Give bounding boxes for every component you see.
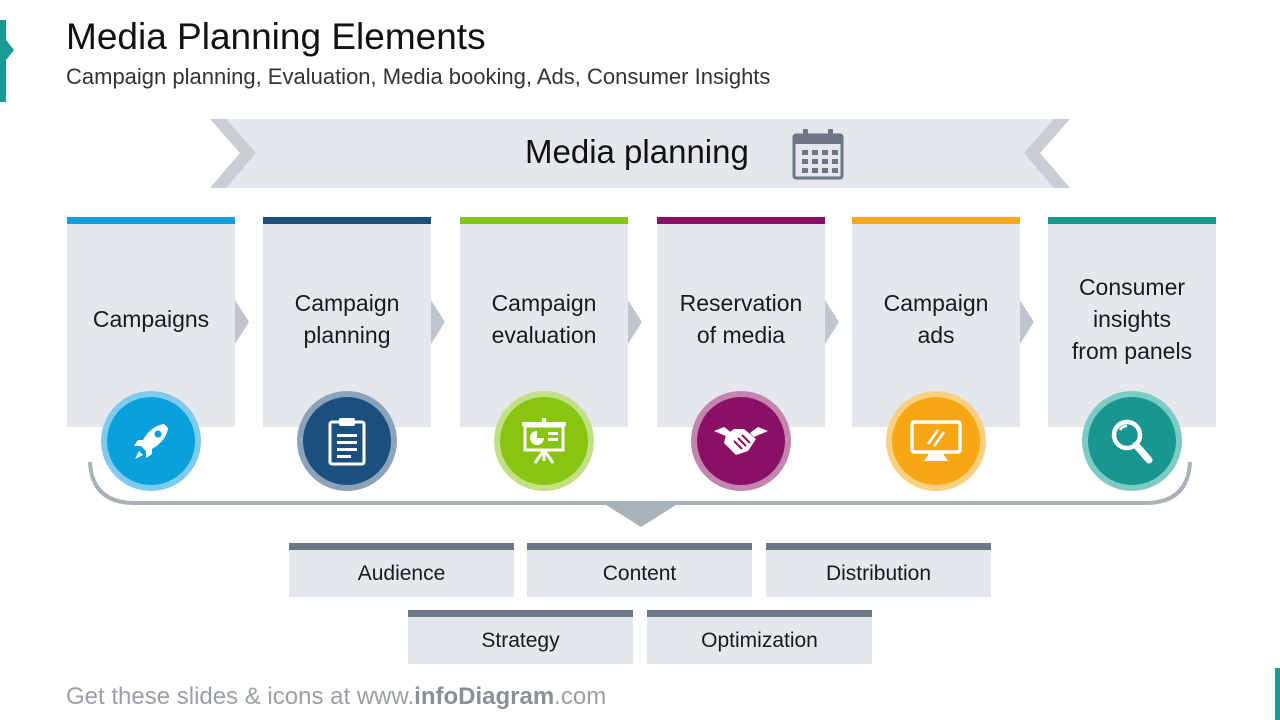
output-tag-bar xyxy=(527,543,752,550)
step-card-bar xyxy=(1048,217,1216,224)
page-subtitle: Campaign planning, Evaluation, Media boo… xyxy=(66,64,771,89)
step-card-bar xyxy=(460,217,628,224)
output-tag-label: Audience xyxy=(357,561,446,585)
footer-brand: infoDiagram xyxy=(414,683,555,710)
output-tag-bar xyxy=(647,610,872,617)
left-accent-bar xyxy=(0,20,6,102)
output-tag-label: Distribution xyxy=(825,561,932,585)
banner-ribbon xyxy=(210,119,1070,188)
output-tag-optimization: Optimization xyxy=(647,610,872,664)
step-card-bar xyxy=(852,217,1020,224)
bracket-down-arrow xyxy=(606,505,676,527)
clipboard-icon xyxy=(297,391,397,491)
banner-right-fold xyxy=(1024,119,1070,188)
magnifier-icon xyxy=(1082,391,1182,491)
step-arrow xyxy=(825,300,839,344)
output-tag-bar xyxy=(289,543,514,550)
step-label: Campaign planning xyxy=(294,290,400,348)
presentation-icon xyxy=(494,391,594,491)
footer-prefix: Get these slides & icons at www. xyxy=(66,683,415,710)
step-card-bar xyxy=(263,217,431,224)
calendar-icon xyxy=(792,129,844,180)
output-tag-strategy: Strategy xyxy=(408,610,633,664)
banner-left-fold xyxy=(210,119,256,188)
output-tag-distribution: Distribution xyxy=(766,543,991,597)
output-tag-bar xyxy=(408,610,633,617)
left-accent-arrow xyxy=(6,40,14,60)
step-label: Consumer insights from panels xyxy=(1071,274,1193,364)
footer-credit: Get these slides & icons at www.infoDiag… xyxy=(66,683,606,711)
grouping-bracket xyxy=(88,461,1192,505)
output-tag-bar xyxy=(766,543,991,550)
step-arrow xyxy=(628,300,642,344)
handshake-icon xyxy=(691,391,791,491)
step-arrow xyxy=(431,300,445,344)
footer-suffix: .com xyxy=(554,683,607,710)
output-tag-content: Content xyxy=(527,543,752,597)
step-card-campaign-planning: Campaign planning xyxy=(263,217,431,427)
banner-label: Media planning xyxy=(525,133,749,170)
output-tag-label: Optimization xyxy=(701,628,818,652)
rocket-icon xyxy=(101,391,201,491)
step-card-bar xyxy=(657,217,825,224)
page-title: Media Planning Elements xyxy=(66,16,486,57)
right-accent-bar xyxy=(1275,668,1280,720)
output-tag-label: Content xyxy=(602,561,677,585)
output-tag-audience: Audience xyxy=(289,543,514,597)
step-card-bar xyxy=(67,217,235,224)
step-label: Campaigns xyxy=(92,306,210,332)
step-arrow xyxy=(235,300,249,344)
step-label: Reservation of media xyxy=(679,290,803,348)
output-tag-label: Strategy xyxy=(481,628,560,652)
step-label: Campaign evaluation xyxy=(491,290,597,348)
monitor-icon xyxy=(886,391,986,491)
step-label: Campaign ads xyxy=(883,290,989,348)
step-arrow xyxy=(1020,300,1034,344)
